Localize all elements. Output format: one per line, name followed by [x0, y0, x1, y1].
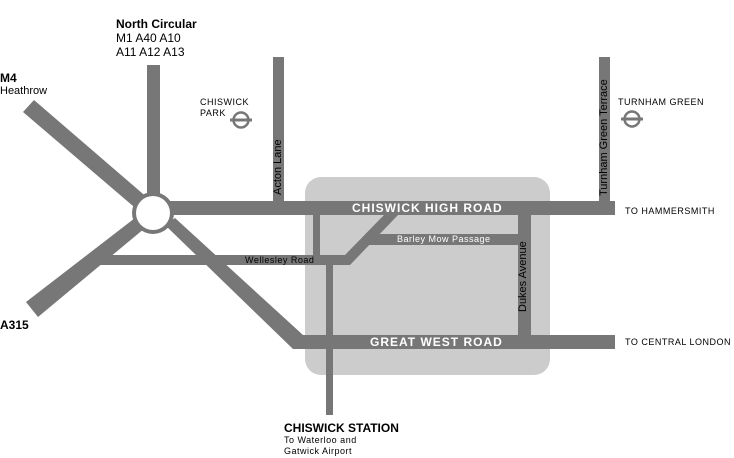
m4-destination: Heathrow: [0, 85, 48, 97]
acton-lane-label: Acton Lane: [272, 139, 284, 195]
north-circular-label: North Circular M1 A40 A10 A11 A12 A13: [116, 17, 197, 60]
station-line1: To Waterloo and: [284, 435, 357, 445]
wellesley-road: [100, 215, 398, 265]
north-circular-road: [147, 65, 160, 200]
station-line2: Gatwick Airport: [284, 446, 353, 456]
north-circular-routes-2: A11 A12 A13: [116, 45, 185, 59]
turnham-green-terrace-label: Turnham Green Terrace: [598, 79, 610, 196]
chiswick-park-label: CHISWICK PARK: [200, 97, 249, 119]
great-west-road-label: GREAT WEST ROAD: [370, 335, 503, 349]
chiswick-park-line2: PARK: [200, 108, 226, 118]
chiswick-zone: [305, 177, 550, 375]
dukes-avenue: [518, 213, 531, 337]
m4-label: M4 Heathrow: [0, 72, 47, 98]
chiswick-station-title: CHISWICK STATION: [284, 421, 399, 435]
barley-mow-passage: [365, 234, 520, 245]
chiswick-station-label: CHISWICK STATION To Waterloo and Gatwick…: [284, 422, 399, 457]
wellesley-road-label: Wellesley Road: [245, 255, 315, 265]
chiswick-high-road: [170, 201, 615, 215]
dukes-avenue-label: Dukes Avenue: [517, 241, 529, 312]
m4-road: [23, 100, 150, 212]
link-road: [313, 215, 320, 257]
roundabout-center: [136, 196, 170, 230]
a315-road: [26, 218, 145, 317]
chiswick-high-road-label: CHISWICK HIGH ROAD: [352, 201, 503, 215]
great-west-road: [295, 335, 615, 349]
turnham-green-terrace: [599, 57, 610, 205]
south-diagonal-road: [165, 218, 303, 349]
barley-mow-label: Barley Mow Passage: [397, 234, 491, 244]
to-central-london-label: TO CENTRAL LONDON: [625, 337, 732, 347]
m4-title: M4: [0, 71, 17, 85]
chiswick-park-line1: CHISWICK: [200, 97, 249, 107]
underground-icon: [621, 110, 643, 128]
a315-label: A315: [0, 318, 29, 332]
turnham-green-label: TURNHAM GREEN: [618, 97, 705, 107]
north-circular-routes-1: M1 A40 A10: [116, 31, 181, 45]
to-hammersmith-label: TO HAMMERSMITH: [625, 206, 715, 216]
underground-icon: [230, 111, 252, 129]
acton-lane: [273, 57, 284, 203]
north-circular-title: North Circular: [116, 17, 197, 31]
